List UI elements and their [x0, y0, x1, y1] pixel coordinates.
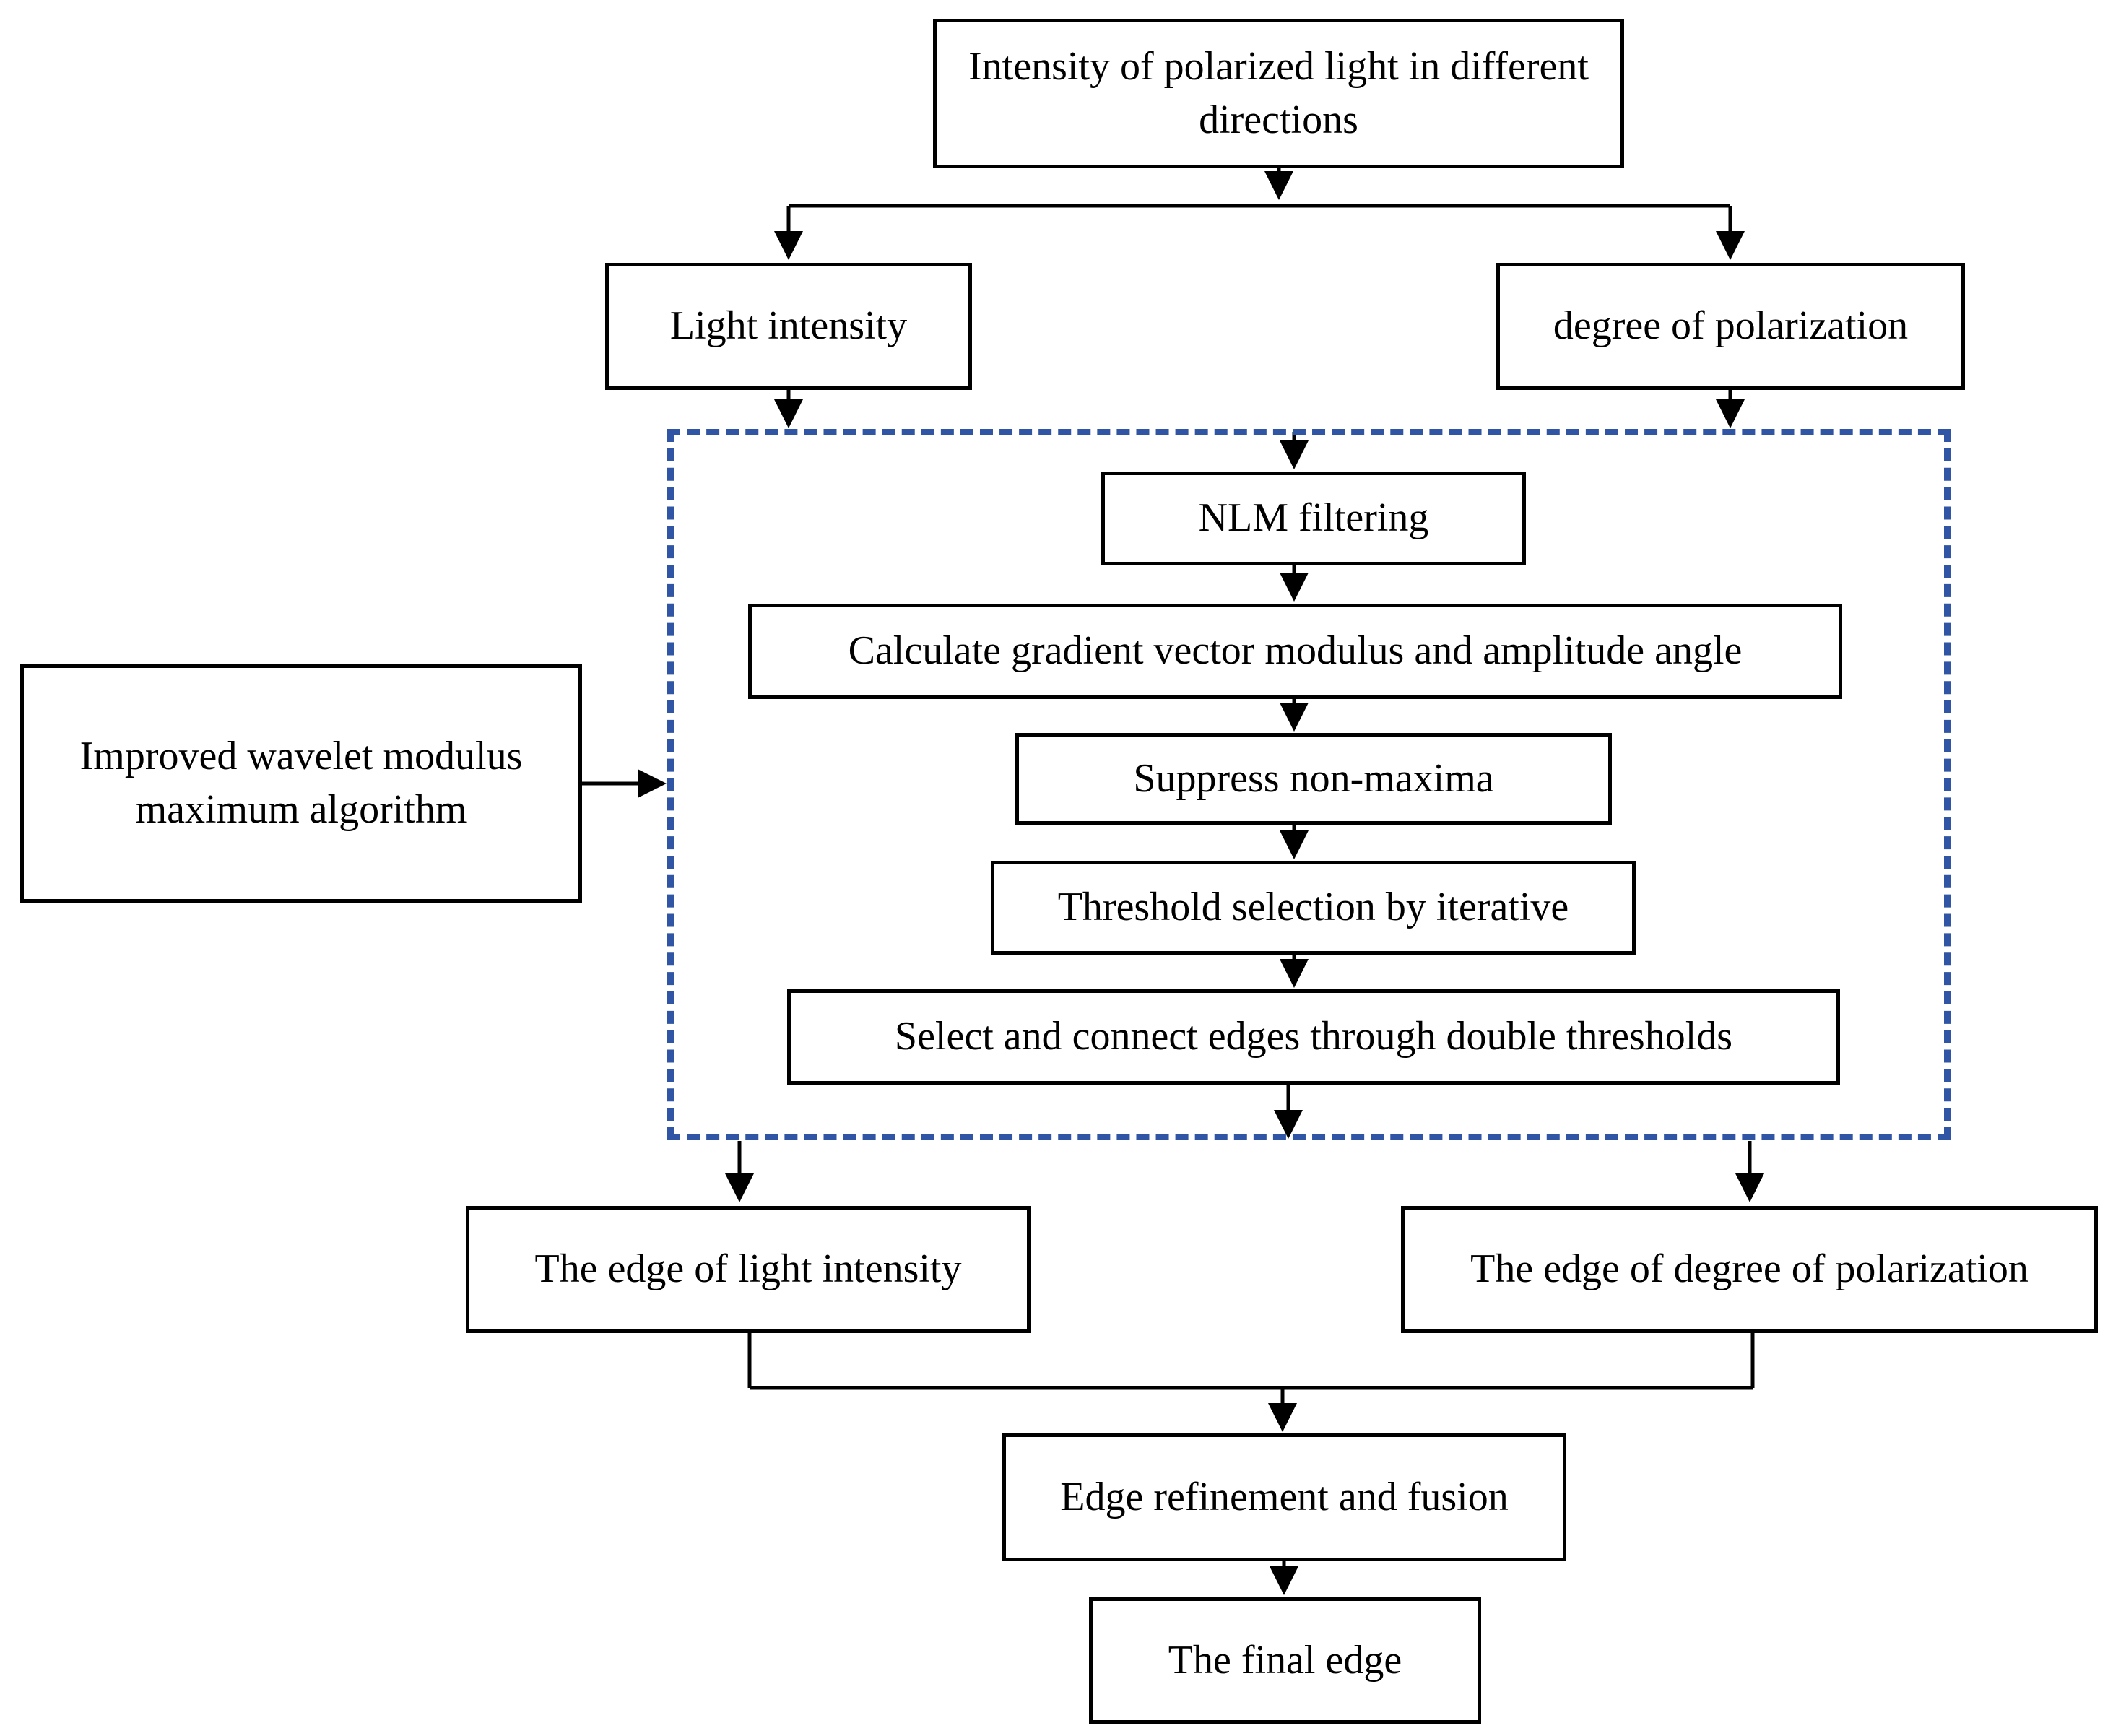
input-label: Intensity of polarized light in differen… — [968, 43, 1589, 142]
input-box: Intensity of polarized light in differen… — [933, 19, 1624, 168]
double-threshold-label: Select and connect edges through double … — [894, 1014, 1733, 1059]
processing-group-dashed-frame — [667, 429, 1951, 1140]
double-threshold-box: Select and connect edges through double … — [787, 989, 1840, 1085]
degree-of-polarization-box: degree of polarization — [1496, 263, 1965, 390]
suppress-non-maxima-label: Suppress non-maxima — [1133, 755, 1494, 801]
edge-light-intensity-label: The edge of light intensity — [534, 1246, 962, 1292]
final-edge-box: The final edge — [1089, 1597, 1481, 1724]
light-intensity-label: Light intensity — [669, 303, 908, 349]
edge-refinement-label: Edge refinement and fusion — [1060, 1474, 1509, 1519]
edge-refinement-box: Edge refinement and fusion — [1002, 1433, 1566, 1561]
final-edge-label: The final edge — [1168, 1637, 1402, 1683]
threshold-selection-box: Threshold selection by iterative — [991, 861, 1636, 955]
gradient-label: Calculate gradient vector modulus and am… — [848, 628, 1743, 674]
wavelet-algorithm-label: Improved wavelet modulus maximum algorit… — [79, 734, 523, 832]
edge-degree-of-polarization-label: The edge of degree of polarization — [1470, 1246, 2029, 1292]
gradient-box: Calculate gradient vector modulus and am… — [748, 604, 1842, 699]
light-intensity-box: Light intensity — [605, 263, 972, 390]
threshold-selection-label: Threshold selection by iterative — [1057, 885, 1569, 930]
edge-degree-of-polarization-box: The edge of degree of polarization — [1401, 1206, 2098, 1333]
suppress-non-maxima-box: Suppress non-maxima — [1015, 733, 1612, 825]
nlm-filtering-box: NLM filtering — [1101, 472, 1526, 565]
edge-light-intensity-box: The edge of light intensity — [466, 1206, 1031, 1333]
wavelet-algorithm-box: Improved wavelet modulus maximum algorit… — [20, 664, 582, 903]
nlm-filtering-label: NLM filtering — [1198, 495, 1429, 541]
degree-of-polarization-label: degree of polarization — [1553, 303, 1909, 349]
